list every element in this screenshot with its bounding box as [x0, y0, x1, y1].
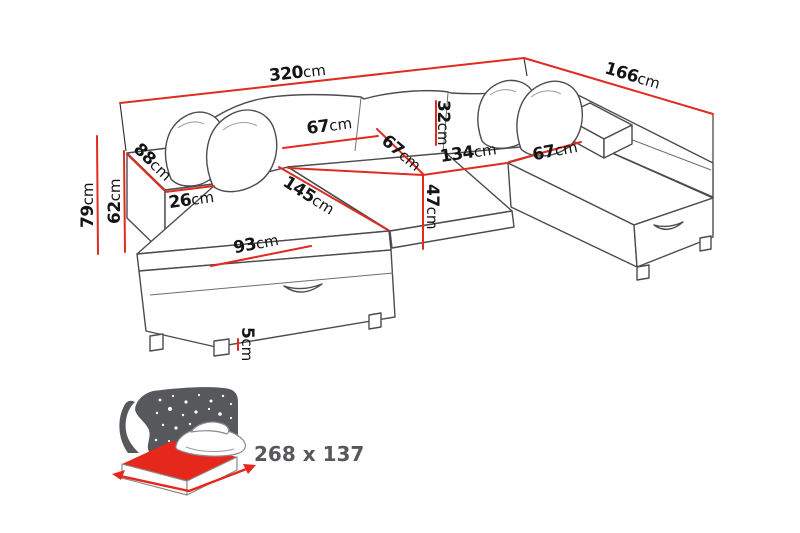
dim-label-total-depth: 166cm: [602, 59, 662, 94]
dim-label-right-seat: 67cm: [531, 137, 580, 165]
dim-line-right-seat: [508, 141, 582, 163]
dim-line-seat-back-height: [123, 150, 126, 253]
sleeping-size-label: 268 x 137: [254, 442, 364, 466]
sofa-right-ottoman: [507, 140, 714, 281]
dim-label-seat-height: 47cm: [422, 184, 442, 230]
dim-line-armrest-length: [126, 153, 165, 191]
sofa-foot: [149, 333, 164, 352]
dim-line-back-cushion: [282, 135, 379, 149]
drawer-handle-left: [283, 283, 323, 293]
drawer-handle-right: [653, 221, 684, 230]
sofa-foot: [636, 264, 650, 281]
dim-line-overall-height: [96, 135, 99, 255]
width-arrow: [118, 466, 251, 493]
sofa-middle-seat: [287, 152, 515, 249]
arrowhead: [243, 464, 256, 474]
dim-line-armrest-width: [164, 185, 215, 193]
dim-label-leg-height: 5cm: [237, 327, 257, 361]
sofa-foot: [699, 235, 712, 252]
dim-line-total-width: [119, 57, 525, 104]
dimension-lines: [96, 57, 714, 351]
dimension-labels: 320cm 166cm 79cm 62cm 88cm 26cm 67cm 32c…: [78, 59, 662, 362]
sofa-left-chaise: [136, 166, 396, 357]
dim-label-chaise-width: 93cm: [232, 230, 281, 258]
dim-line-chaise-width: [210, 245, 312, 267]
dim-label-seat-back-height: 62cm: [105, 178, 125, 224]
arrowhead: [112, 470, 125, 480]
sleeping-function-icon: 268 x 137: [112, 387, 364, 496]
dim-label-backrest-height: 32cm: [433, 100, 453, 146]
sofa-foot: [213, 338, 230, 357]
dim-line-total-depth: [523, 57, 714, 115]
sofa-foot: [368, 312, 382, 330]
stars: [154, 393, 235, 447]
pillow: [516, 80, 583, 157]
sofa-pillows: [164, 79, 583, 193]
pillow: [206, 109, 278, 193]
dim-line-middle-seat-depth: [376, 128, 424, 175]
dim-label-armrest-width: 26cm: [167, 187, 215, 213]
night-headboard-curl: [119, 400, 139, 453]
duvet-pillow: [190, 421, 230, 435]
dim-label-overall-height: 79cm: [78, 182, 98, 228]
dim-label-total-width: 320cm: [268, 60, 327, 86]
dim-label-back-cushion: 67cm: [305, 113, 353, 139]
dim-label-middle-width: 134cm: [439, 139, 498, 167]
sofa-drawing: [126, 79, 714, 357]
dim-line-chaise-length: [278, 166, 389, 231]
